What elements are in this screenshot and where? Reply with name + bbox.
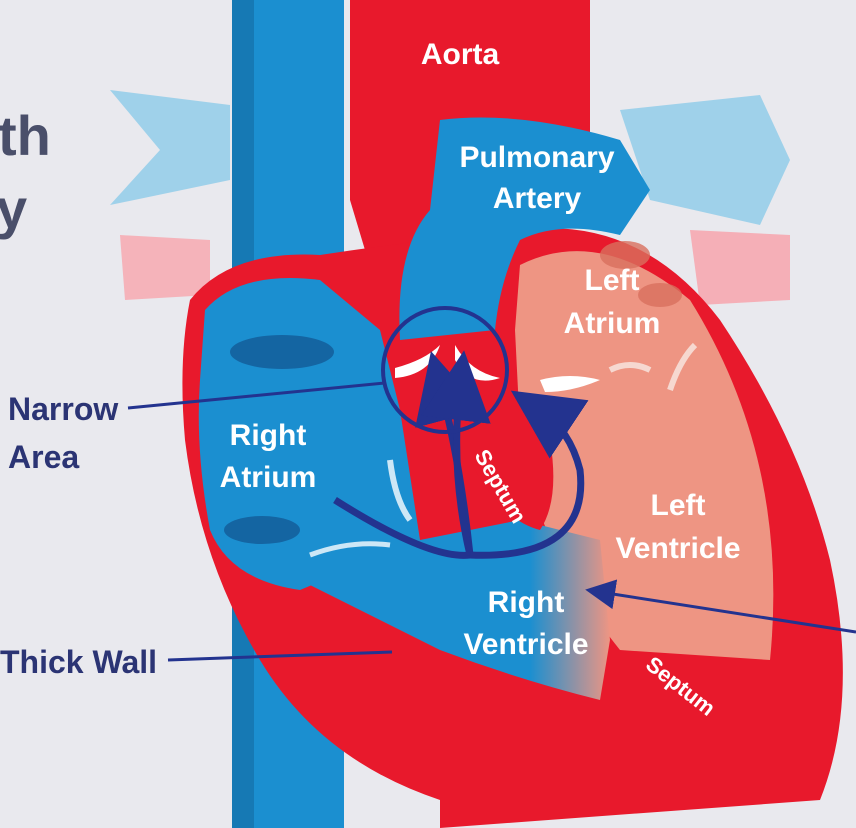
thick-wall-leader [167,650,393,662]
label-right-ventricle-line1: Right [488,586,565,619]
left-atrium-vein-2 [638,283,682,307]
flow-arrow-rv-through-septum [469,390,589,559]
vein-opening-upper [230,335,334,369]
callout-thick-wall: Thick Wall [0,644,157,680]
label-pulmonary-line1: Pulmonary [459,141,614,174]
label-pulmonary-line2: Artery [493,182,582,215]
label-right-atrium-line1: Right [230,419,307,452]
callout-narrow-line2: Area [8,439,79,475]
aortic-valve [540,376,600,392]
tricuspid-chord-2 [309,541,391,558]
mitral-chord-1 [608,362,652,373]
vessel-right-red [690,230,790,305]
callout-narrow-line1: Narrow [8,391,118,427]
right-callout-leader [585,579,856,634]
vessel-left-red [120,235,210,300]
label-left-ventricle-line2: Ventricle [615,532,740,565]
title-fragment-2: y [0,177,27,240]
right-ventricle [290,520,610,700]
vessel-right-blue [620,95,790,225]
label-right-ventricle-line2: Ventricle [463,628,588,661]
label-right-atrium-line2: Atrium [220,461,317,494]
label-left-atrium-line2: Atrium [564,307,661,340]
pulmonary-artery [399,117,650,340]
vein-opening-lower [224,516,300,544]
left-atrium-vein [600,241,650,269]
narrow-area-circle [381,306,509,434]
vessel-left-upper-blue [110,90,230,205]
title-fragment-1: th [0,104,51,167]
flow-arrow-rv-to-pa [421,350,491,556]
label-left-ventricle-line1: Left [651,489,706,522]
label-aorta: Aorta [421,38,500,71]
mitral-chord-2 [667,342,698,391]
narrow-area-leader [127,381,386,410]
label-left-atrium-line1: Left [585,264,640,297]
tricuspid-chord [387,459,413,522]
